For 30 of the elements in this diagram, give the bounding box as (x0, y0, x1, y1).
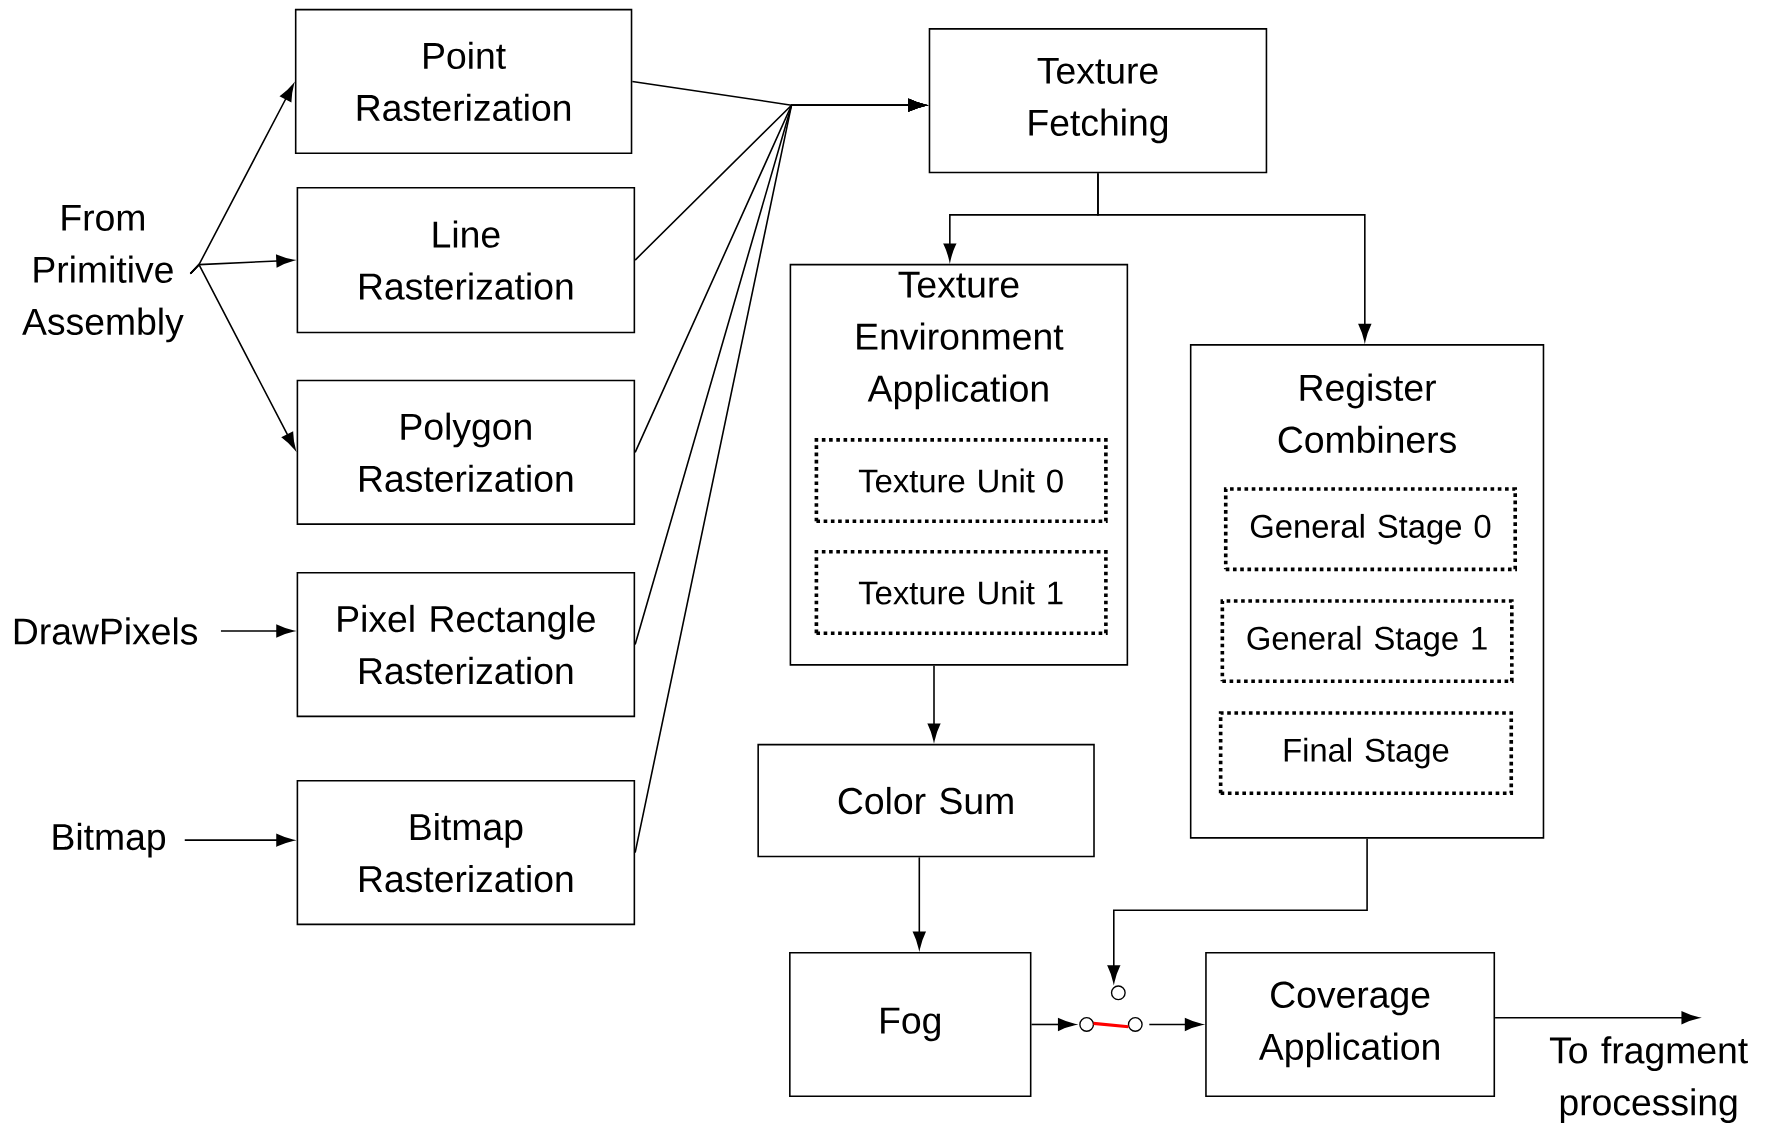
process-box: Polygon Rasterization (296, 379, 636, 525)
process-box: Fog (789, 951, 1032, 1097)
output-label: To fragment processing (1549, 1036, 1748, 1123)
arrow (913, 856, 926, 949)
arrow (1494, 1011, 1699, 1024)
switch-drawing (1079, 985, 1143, 1032)
dotted-box: General Stage 0 (1223, 487, 1517, 572)
source-label: Bitmap (53, 822, 166, 858)
arrow (927, 664, 941, 741)
dotted-box: Texture Unit 0 (814, 438, 1108, 524)
source-label: DrawPixels (14, 617, 198, 645)
dotted-box: General Stage 1 (1220, 599, 1514, 684)
process-box: Coverage Application (1205, 951, 1496, 1097)
process-box: Bitmap Rasterization (296, 779, 636, 926)
arrow (183, 833, 294, 847)
process-box: Pixel Rectangle Rasterization (296, 571, 636, 718)
dotted-box: Texture Unit 1 (814, 549, 1108, 635)
process-box: Texture Fetching (928, 28, 1268, 174)
arrow (189, 263, 296, 450)
arrow (220, 624, 294, 638)
process-box: Line Rasterization (296, 186, 636, 334)
dotted-box: Final Stage (1218, 711, 1514, 795)
arrow (1030, 1018, 1076, 1031)
process-box: Point Rasterization (294, 8, 633, 154)
process-box: Color Sum (757, 743, 1095, 858)
arrow (634, 98, 926, 854)
arrow (1107, 837, 1368, 983)
arrow (1148, 1018, 1203, 1031)
arrow (1097, 172, 1372, 342)
source-label: From Primitive Assembly (22, 204, 184, 343)
